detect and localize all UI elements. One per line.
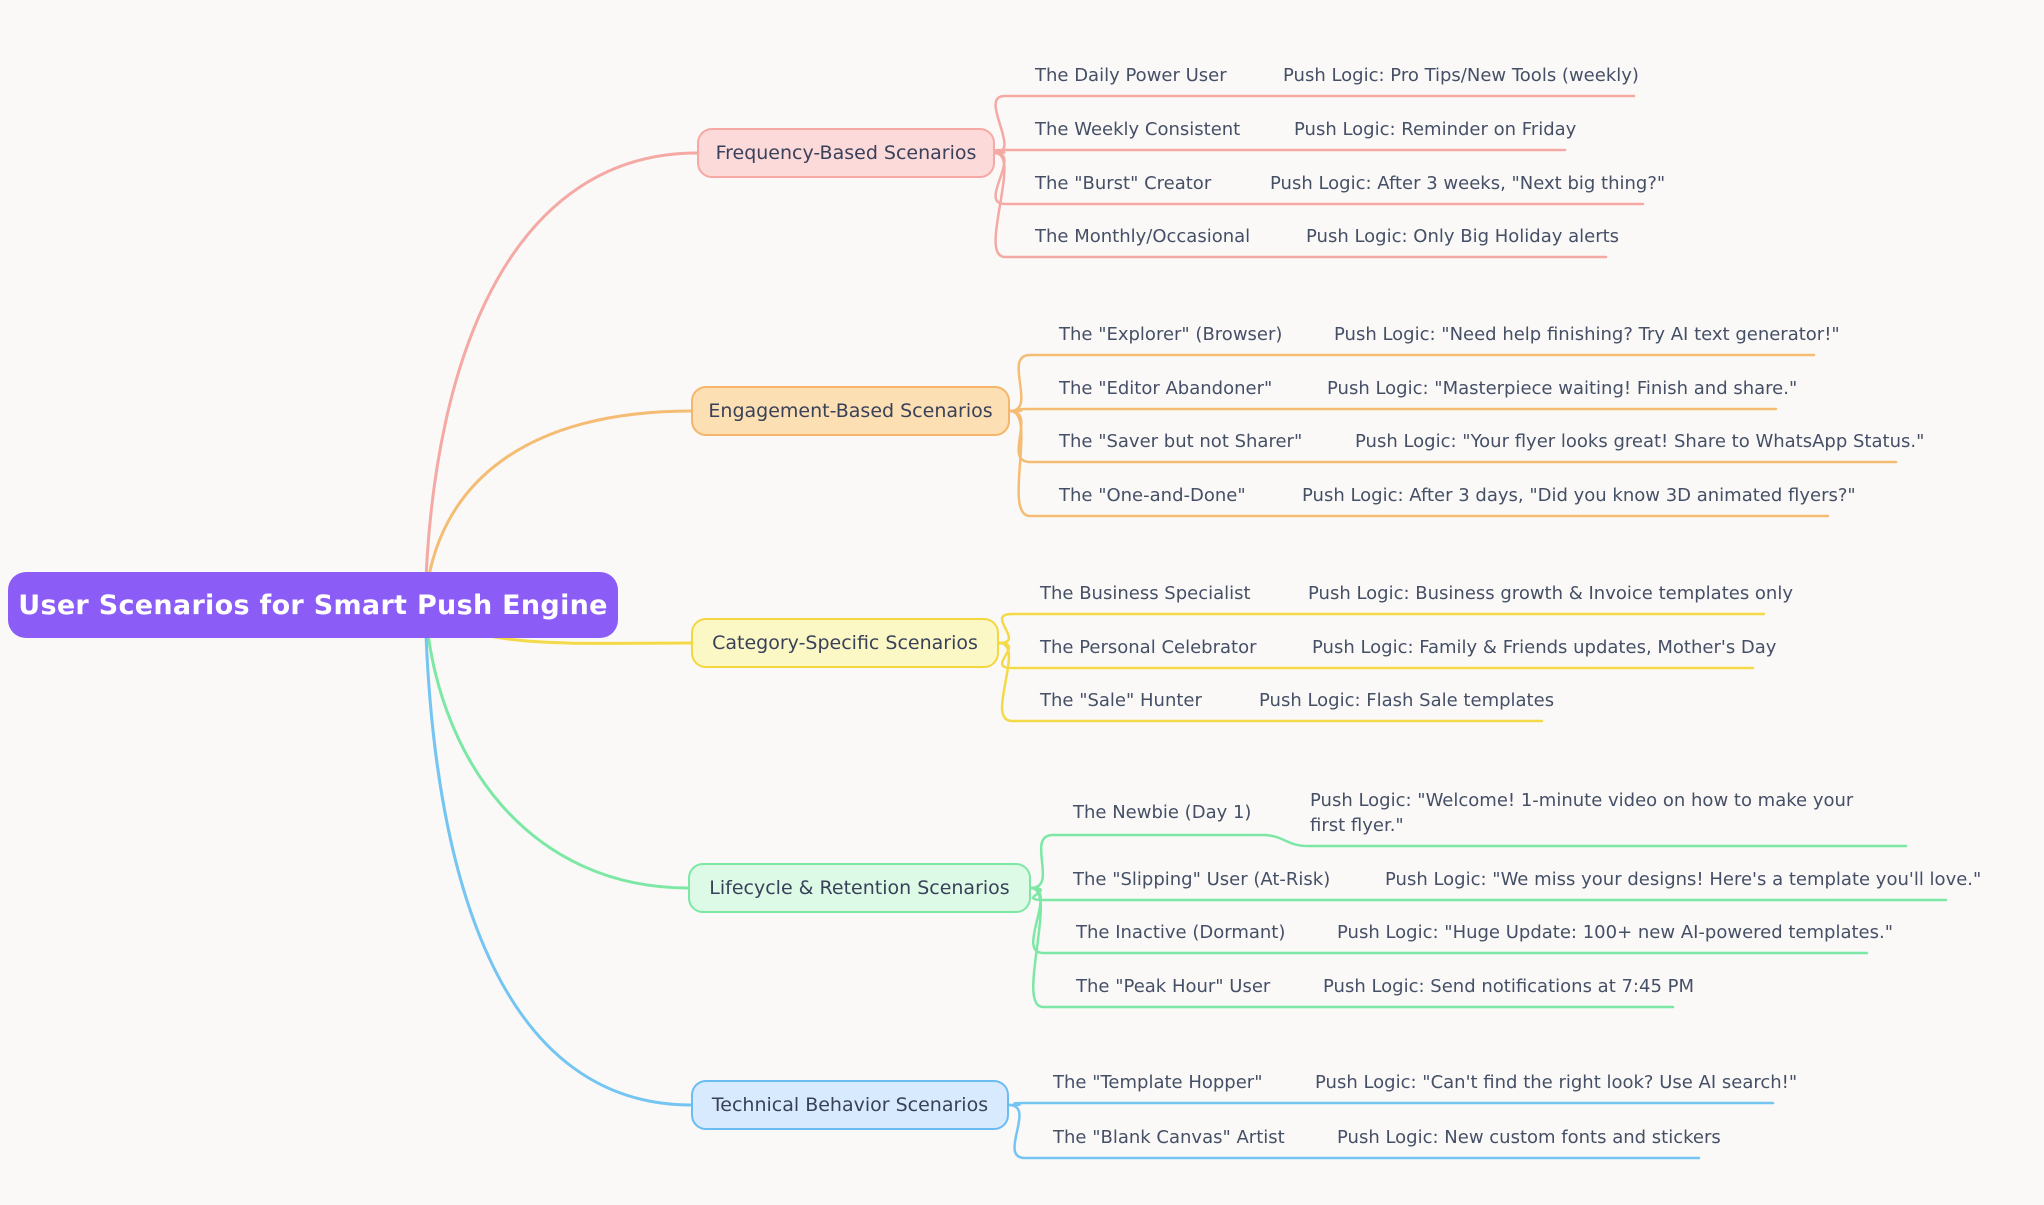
leaf-logic: Push Logic: "Masterpiece waiting! Finish… xyxy=(1327,378,1798,399)
leaf-logic: Push Logic: After 3 days, "Did you know … xyxy=(1302,485,1856,506)
leaf-logic: Push Logic: "Welcome! 1-minute video on … xyxy=(1310,790,1854,836)
leaf-name: The "Slipping" User (At-Risk) xyxy=(1073,869,1331,890)
branch-link-engagement xyxy=(423,409,693,606)
branch-node-frequency[interactable]: Frequency-Based Scenarios xyxy=(697,128,995,178)
leaf-name: The "Burst" Creator xyxy=(1035,173,1212,194)
leaf-link xyxy=(1029,833,1908,890)
leaf-logic: Push Logic: Flash Sale templates xyxy=(1259,690,1555,711)
leaf-name: The "Template Hopper" xyxy=(1053,1072,1263,1093)
leaf-name: The Weekly Consistent xyxy=(1035,119,1241,140)
leaf-name: The Business Specialist xyxy=(1040,583,1251,604)
leaf-logic: Push Logic: Pro Tips/New Tools (weekly) xyxy=(1283,65,1639,86)
leaf-logic: Push Logic: "Can't find the right look? … xyxy=(1315,1072,1798,1093)
leaf-logic: Push Logic: "We miss your designs! Here'… xyxy=(1385,869,1982,890)
leaf-link xyxy=(1008,353,1816,413)
branch-link-technical xyxy=(423,602,693,1107)
branch-node-lifecycle[interactable]: Lifecycle & Retention Scenarios xyxy=(688,863,1031,913)
leaf-logic: Push Logic: After 3 weeks, "Next big thi… xyxy=(1270,173,1666,194)
leaf-logic: Push Logic: Reminder on Friday xyxy=(1294,119,1577,140)
branch-link-lifecycle xyxy=(423,602,690,890)
leaf-link xyxy=(1008,407,1778,413)
leaf-link xyxy=(993,151,1608,259)
leaf-logic: Push Logic: Business growth & Invoice te… xyxy=(1308,583,1793,604)
leaf-link xyxy=(997,641,1544,723)
leaf-logic: Push Logic: Only Big Holiday alerts xyxy=(1306,226,1620,247)
leaf-link xyxy=(1008,409,1830,518)
branch-node-category[interactable]: Category-Specific Scenarios xyxy=(691,618,999,668)
leaf-link xyxy=(993,148,1567,155)
leaf-link xyxy=(997,612,1766,645)
leaf-name: The "One-and-Done" xyxy=(1059,485,1246,506)
leaf-logic: Push Logic: "Huge Update: 100+ new AI-po… xyxy=(1337,922,1894,943)
leaf-name: The Daily Power User xyxy=(1035,65,1227,86)
branch-link-frequency xyxy=(423,151,699,606)
leaf-logic: Push Logic: Send notifications at 7:45 P… xyxy=(1323,976,1695,997)
leaf-name: The "Saver but not Sharer" xyxy=(1059,431,1303,452)
leaf-logic: Push Logic: "Need help finishing? Try AI… xyxy=(1334,324,1840,345)
leaf-name: The Newbie (Day 1) xyxy=(1073,802,1252,823)
leaf-link xyxy=(1007,1103,1701,1160)
branch-node-engagement[interactable]: Engagement-Based Scenarios xyxy=(691,386,1010,436)
leaf-logic: Push Logic: Family & Friends updates, Mo… xyxy=(1312,637,1777,658)
leaf-name: The Personal Celebrator xyxy=(1040,637,1257,658)
leaf-name: The "Blank Canvas" Artist xyxy=(1053,1127,1285,1148)
leaf-link xyxy=(1007,1101,1775,1107)
leaf-name: The Inactive (Dormant) xyxy=(1076,922,1286,943)
leaf-name: The "Editor Abandoner" xyxy=(1059,378,1273,399)
leaf-name: The "Explorer" (Browser) xyxy=(1059,324,1283,345)
leaf-link xyxy=(1029,886,1675,1009)
leaf-name: The "Sale" Hunter xyxy=(1040,690,1202,711)
root-node[interactable]: User Scenarios for Smart Push Engine xyxy=(8,572,618,638)
branch-node-technical[interactable]: Technical Behavior Scenarios xyxy=(691,1080,1009,1130)
leaf-logic: Push Logic: New custom fonts and sticker… xyxy=(1337,1127,1721,1148)
leaf-name: The "Peak Hour" User xyxy=(1076,976,1271,997)
leaf-name: The Monthly/Occasional xyxy=(1035,226,1251,247)
leaf-logic: Push Logic: "Your flyer looks great! Sha… xyxy=(1355,431,1925,452)
